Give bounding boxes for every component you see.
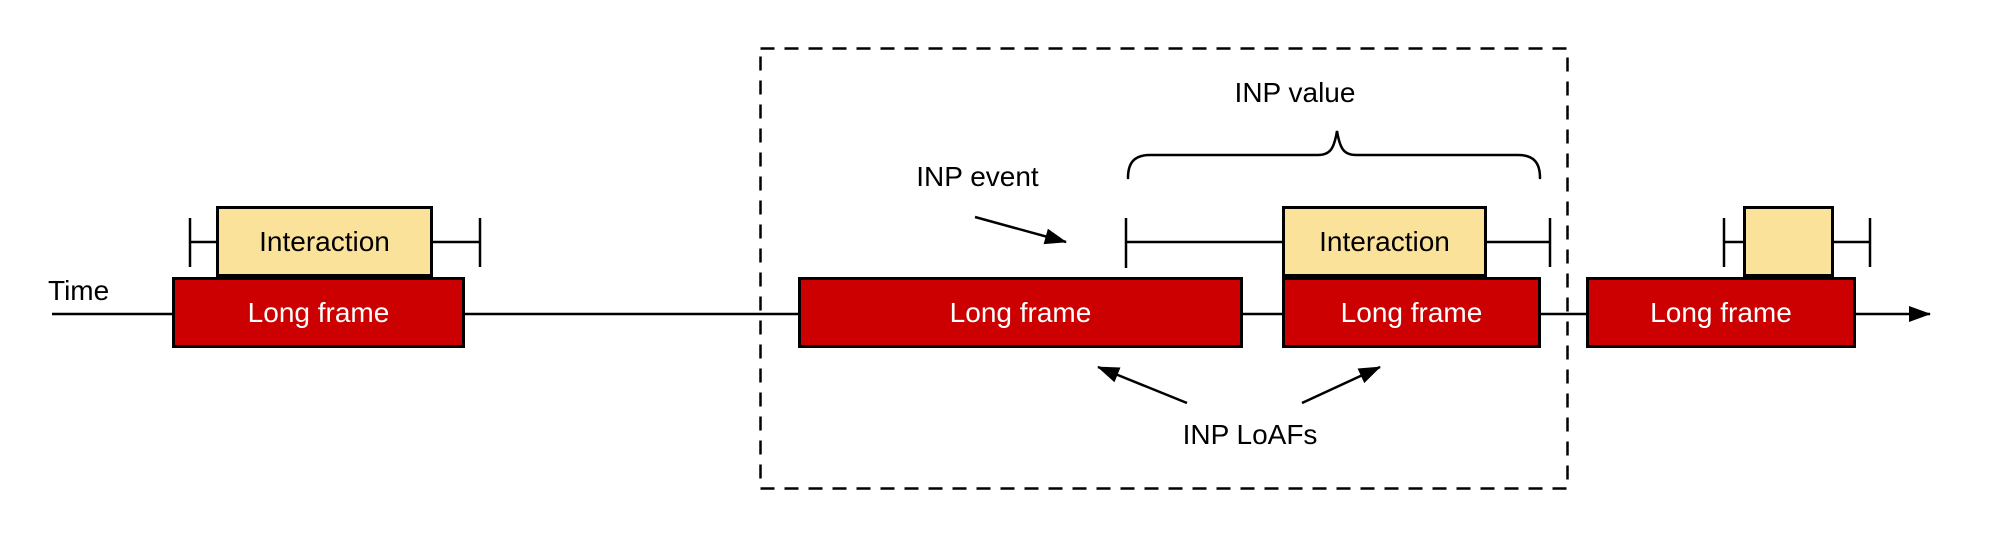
long-frame-box-4: Long frame	[1586, 277, 1856, 348]
interaction1-range-marker	[188, 218, 482, 267]
long-frame-box-2: Long frame	[798, 277, 1243, 348]
time-axis-label: Time	[48, 275, 110, 306]
inp-value-brace	[1126, 130, 1542, 180]
interaction-box-1: Interaction	[216, 206, 433, 277]
interaction-label: Interaction	[1319, 225, 1450, 257]
long-frame-box-1: Long frame	[172, 277, 465, 348]
interaction-box-2: Interaction	[1282, 206, 1487, 277]
interaction3-range-marker	[1722, 218, 1872, 267]
inp-loaf-arrow-left	[1097, 365, 1188, 405]
long-frame-box-3: Long frame	[1282, 277, 1541, 348]
inp-loaf-arrow-right	[1301, 365, 1381, 405]
long-frame-label: Long frame	[1340, 296, 1483, 328]
long-frame-label: Long frame	[1650, 296, 1792, 328]
interaction-box-3	[1743, 206, 1834, 277]
interaction-label: Interaction	[259, 225, 390, 257]
inp-event-arrow	[974, 215, 1067, 245]
inp-value-label: INP value	[1234, 77, 1356, 108]
long-frame-label: Long frame	[949, 296, 1092, 328]
inp-event-label: INP event	[916, 161, 1039, 192]
inp-loafs-label: INP LoAFs	[1182, 419, 1318, 450]
inp-event-range-marker	[1124, 218, 1552, 268]
long-frame-label: Long frame	[247, 296, 390, 328]
